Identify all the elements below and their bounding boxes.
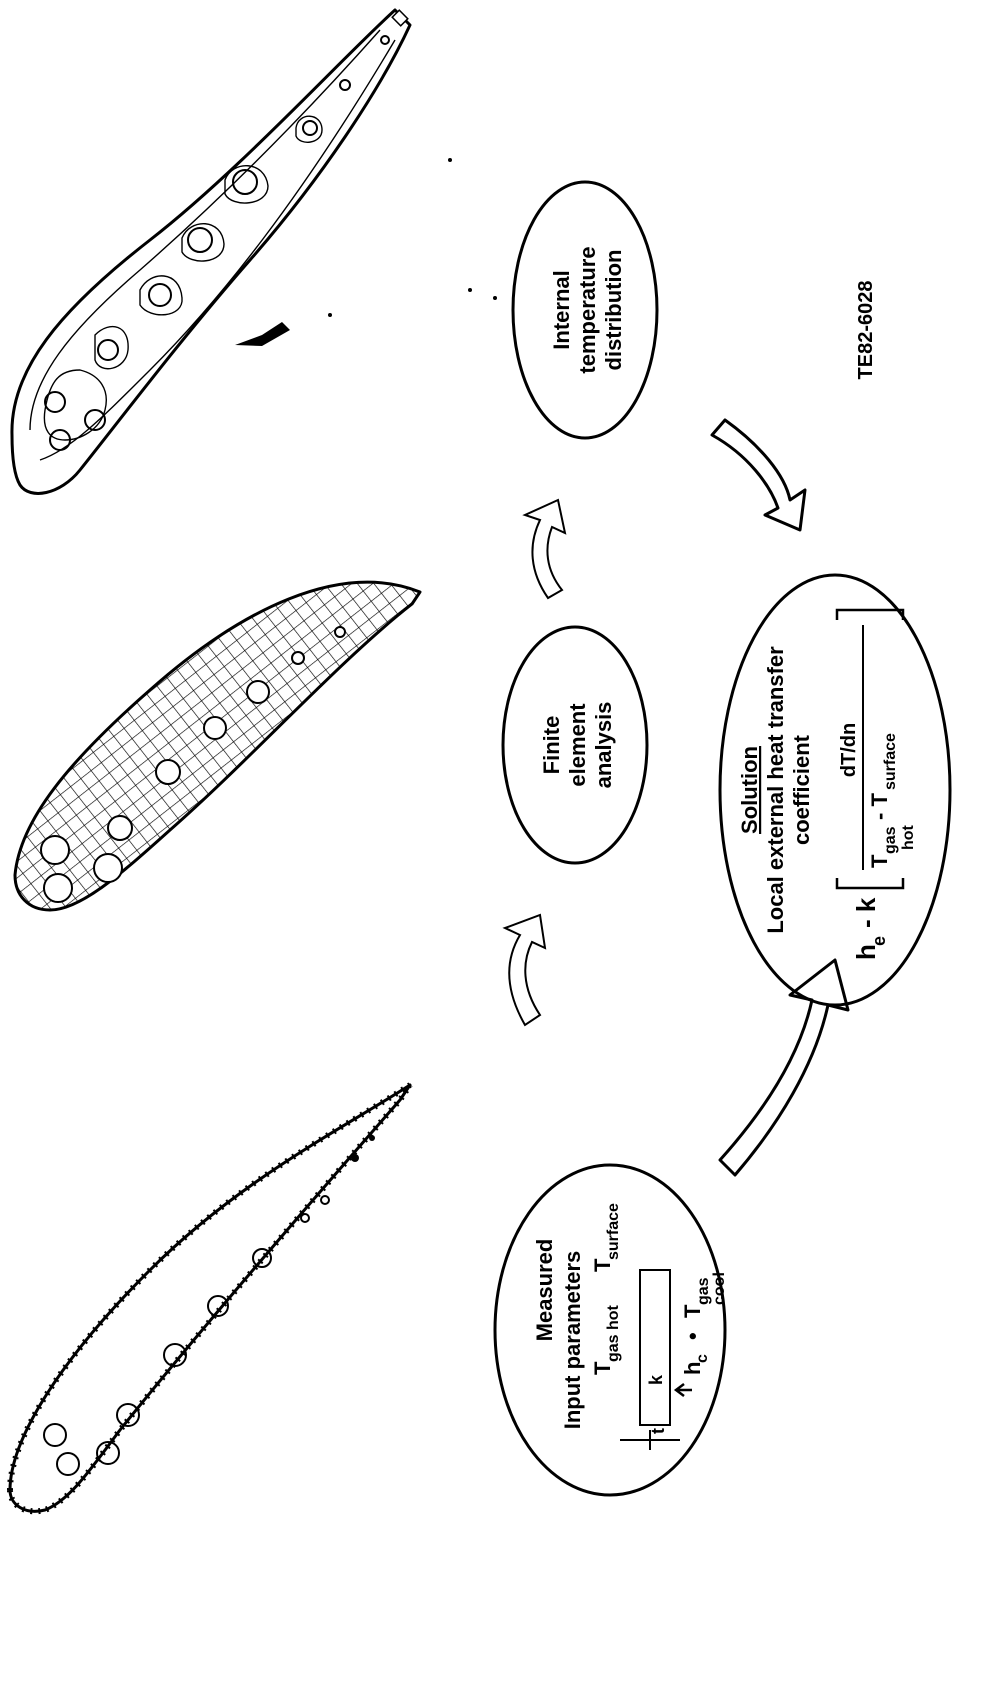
h-e-subscript: e — [869, 936, 889, 946]
input-parameters-node: Measured Input parameters T gas hot T su… — [495, 1165, 728, 1495]
arrow-fea-to-internal-icon — [525, 500, 565, 598]
t-surface-subscript: surface — [605, 1203, 622, 1260]
solution-line2: coefficient — [789, 734, 814, 845]
internal-line1: Internal — [549, 270, 574, 349]
airfoil-isotherm-panel — [12, 10, 410, 493]
arrow-input-to-fea-icon — [505, 915, 545, 1025]
fea-line3: analysis — [591, 702, 616, 789]
t-gas-hot-subscript: gas hot — [605, 1304, 622, 1362]
conductivity-k: k — [646, 1374, 666, 1385]
internal-line2: temperature — [575, 246, 600, 373]
solution-node: Solution Local external heat transfer co… — [720, 575, 950, 1005]
minus-t-surface-sub: surface — [882, 733, 899, 790]
internal-temperature-node: Internal temperature distribution — [513, 182, 657, 438]
internal-line3: distribution — [601, 250, 626, 371]
finite-element-node: Finite element analysis — [503, 627, 647, 863]
solution-line1: Local external heat transfer — [763, 646, 788, 934]
figure-id: TE82-6028 — [855, 281, 877, 380]
fea-line2: element — [565, 703, 590, 787]
minus-t-surface: - T — [867, 793, 892, 820]
solution-title: Solution — [737, 746, 762, 834]
arrow-internal-to-solution-icon — [712, 420, 805, 530]
scan-smudge — [235, 158, 497, 346]
denominator-t: T — [867, 854, 892, 868]
t-gas-cool-symbol: T — [680, 1304, 705, 1318]
numerator-dtdn: dT/dn — [838, 723, 860, 777]
t-gas-hot-symbol: T — [590, 1361, 615, 1375]
t-gas-cool-sub2: cool — [711, 1272, 728, 1305]
input-title-line2: Input parameters — [560, 1251, 585, 1430]
svg-text:•: • — [680, 1332, 705, 1340]
airfoil-thermocouple-panel — [10, 1085, 410, 1511]
fea-line1: Finite — [539, 716, 564, 775]
denominator-sub-hot: hot — [900, 824, 917, 850]
wall-thickness-t: t — [648, 1428, 668, 1434]
airfoil-mesh-panel — [15, 582, 420, 910]
equals-minus-k: - k — [851, 897, 881, 928]
h-c-subscript: c — [694, 1354, 711, 1363]
t-gas-cool-sub1: gas — [695, 1277, 712, 1305]
denominator-sub-gas: gas — [882, 826, 899, 854]
input-title-line1: Measured — [532, 1239, 557, 1342]
